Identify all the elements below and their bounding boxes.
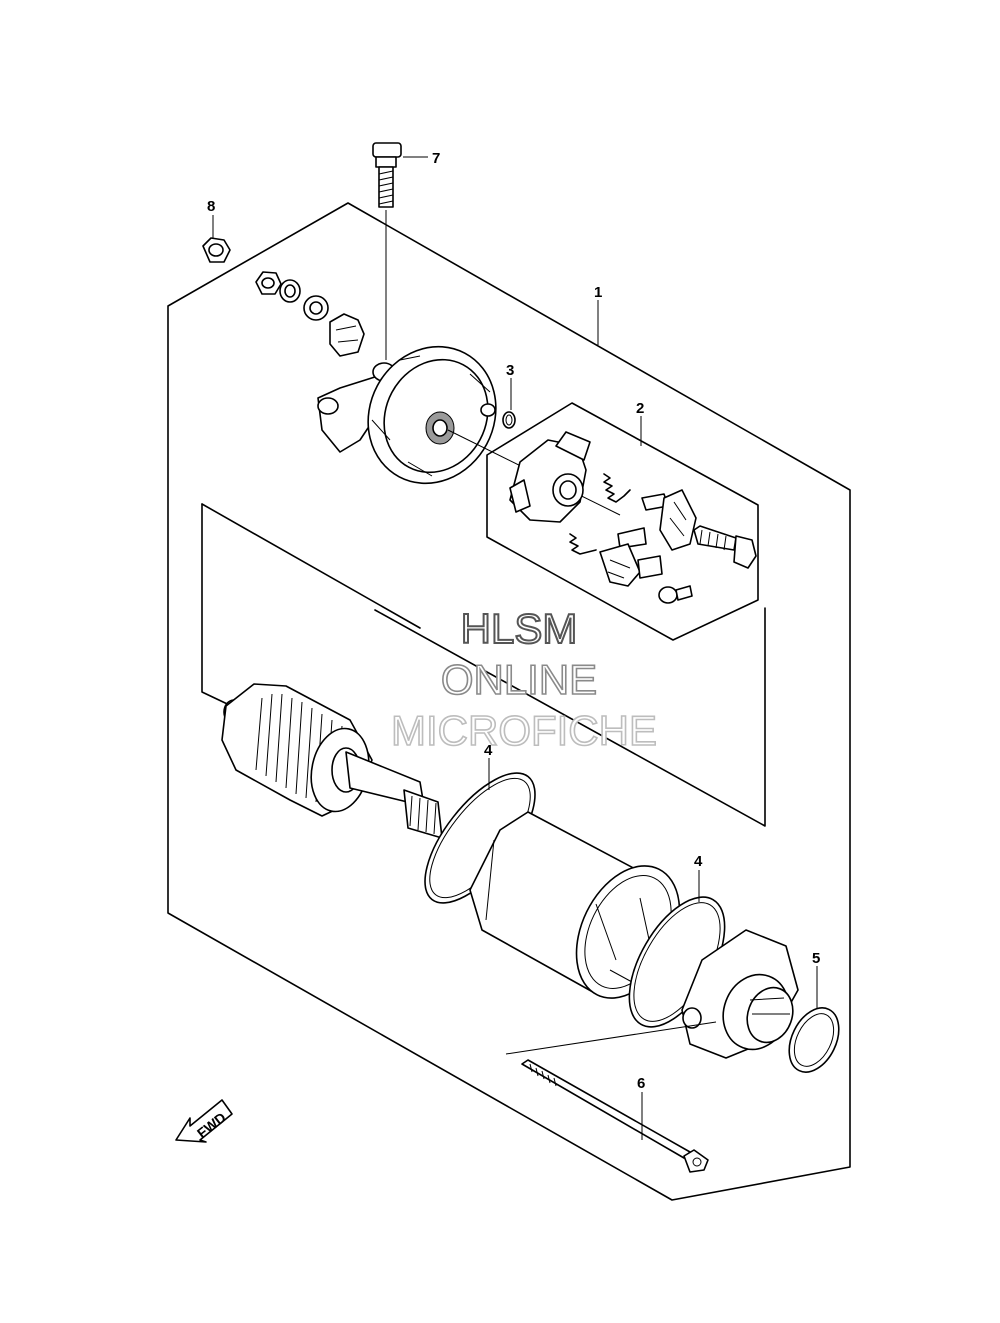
- terminal-bolt[interactable]: [693, 525, 757, 569]
- brush-left[interactable]: [641, 489, 697, 551]
- brush-holder[interactable]: [509, 431, 591, 523]
- callout-7: 7: [432, 150, 440, 167]
- o-ring-5[interactable]: [779, 1000, 848, 1080]
- watermark-line-2: ONLINE: [441, 656, 597, 703]
- watermark-line-3: MICROFICHE: [391, 707, 657, 754]
- assembly-outline: [167, 202, 851, 1201]
- terminal-hardware: [255, 271, 365, 357]
- callout-1: 1: [594, 284, 602, 301]
- nut-8[interactable]: [202, 237, 231, 263]
- brush-set-outline: [486, 402, 759, 641]
- o-ring-3[interactable]: [502, 411, 516, 429]
- callout-2: 2: [636, 400, 644, 417]
- armature-outline-top: [201, 503, 421, 629]
- callouts: 7 8 1 2 3 4 4 5 6: [207, 150, 820, 1092]
- armature-outline-right: [374, 607, 766, 827]
- callout-8: 8: [207, 198, 215, 215]
- brush-spring-upper[interactable]: [603, 473, 631, 503]
- armature[interactable]: [221, 683, 443, 839]
- callout-4-lower: 4: [694, 853, 703, 870]
- brush-right[interactable]: [599, 527, 663, 587]
- watermark: HLSM ONLINE MICROFICHE: [390, 604, 658, 755]
- fwd-arrow-icon: FWD: [175, 1099, 233, 1143]
- front-housing[interactable]: [681, 929, 800, 1059]
- bolt-6-guide: [505, 1021, 717, 1055]
- rear-cover[interactable]: [317, 324, 520, 506]
- callout-3: 3: [506, 362, 514, 379]
- callout-5: 5: [812, 950, 820, 967]
- watermark-line-1: HLSM: [461, 605, 578, 652]
- callout-6: 6: [637, 1075, 645, 1092]
- callout-4-upper: 4: [484, 742, 493, 759]
- brush-screw[interactable]: [658, 585, 693, 604]
- armature-outline: [201, 503, 241, 711]
- bolt-6[interactable]: [521, 1059, 709, 1173]
- leader-lines: [212, 156, 818, 1140]
- bolt-7[interactable]: [372, 142, 402, 360]
- brush-spring-lower[interactable]: [569, 533, 597, 555]
